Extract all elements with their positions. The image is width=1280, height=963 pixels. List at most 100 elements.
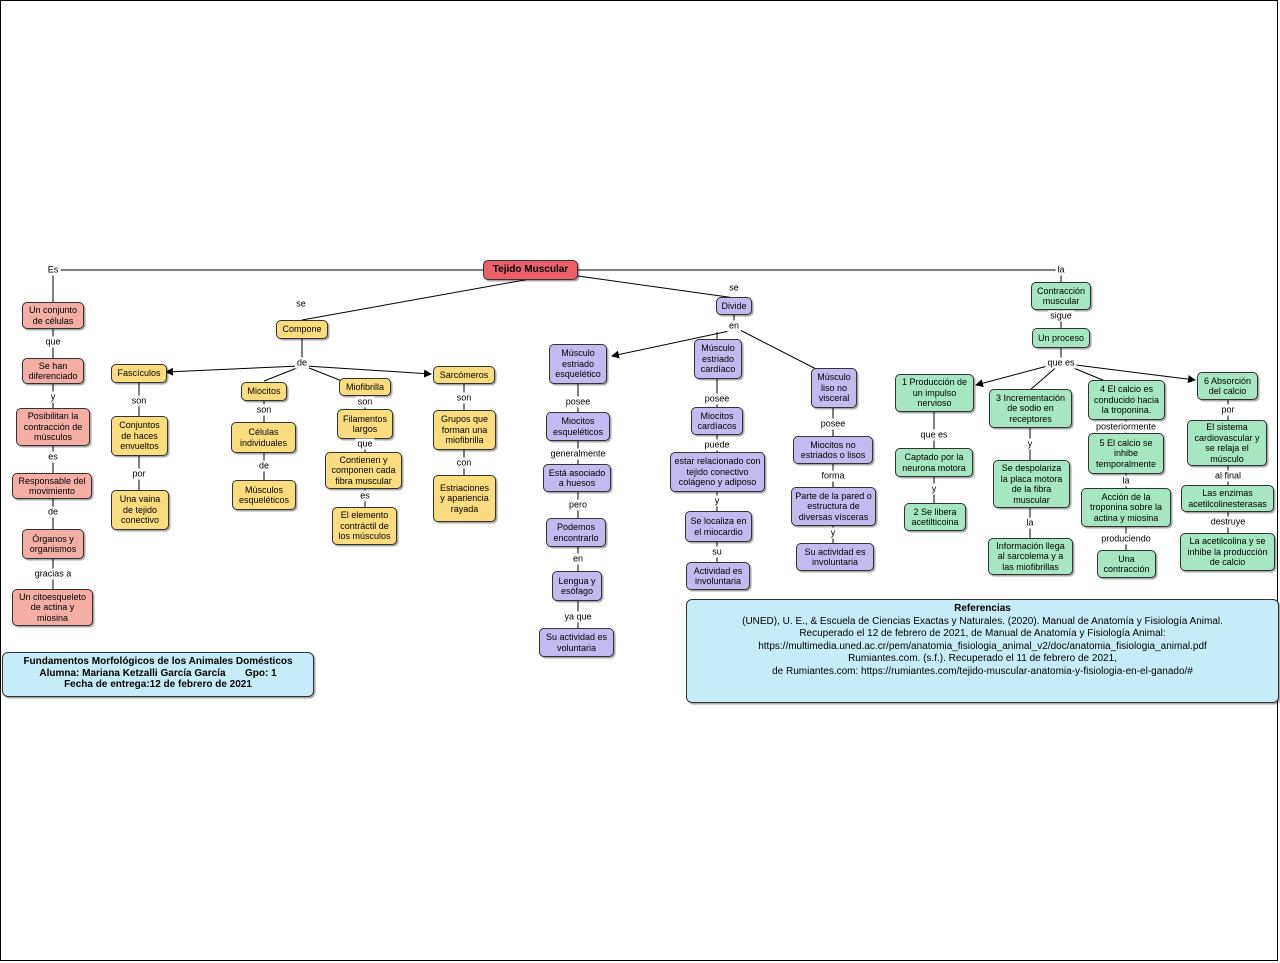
node-despolariza-placa: Se despolariza la placa motora de la fib…: [993, 460, 1070, 508]
node-sistema-cardiovascular: El sistema cardiovascular y se relaja el…: [1187, 420, 1267, 466]
link-label: en: [726, 320, 742, 332]
node-captado-neurona: Captado por la neurona motora: [895, 448, 973, 477]
link-label: Es: [45, 264, 61, 276]
link-label: produciendo: [1099, 533, 1153, 545]
node-compone: Compone: [276, 320, 328, 339]
link-label: que: [355, 438, 375, 450]
due-date: Fecha de entrega:12 de febrero de 2021: [64, 679, 252, 690]
link-label: en: [570, 553, 586, 565]
link-label: de: [294, 357, 310, 369]
node-calcio-inhibe: 5 El calcio se inhibe temporalmente: [1088, 433, 1164, 474]
node-podemos-encontrarlo: Podemos encontrarlo: [546, 518, 606, 547]
link-label: por: [130, 468, 148, 480]
references-box: Referencias (UNED), U. E., & Escuela de …: [686, 599, 1279, 703]
node-un-proceso: Un proceso: [1032, 328, 1090, 348]
node-pared-visceras: Parte de la pared o estructura de divers…: [791, 487, 876, 526]
link-label: la: [1055, 264, 1067, 276]
link-label: gracias a: [32, 568, 74, 580]
node-responsable-movimiento: Responsable del movimiento: [12, 473, 92, 499]
node-contienen-componen: Contienen y componen cada fibra muscular: [325, 452, 402, 489]
node-elemento-contractil: El elemento contráctil de los músculos: [332, 507, 397, 545]
node-actividad-voluntaria: Su actividad es voluntaria: [539, 628, 614, 657]
link-label: son: [355, 396, 375, 408]
node-acetilcolina: La acetilcolina y se inhibe la producció…: [1180, 533, 1275, 571]
link-label: posee: [563, 396, 593, 408]
references-title: Referencias: [954, 603, 1011, 614]
node-filamentos-largos: Filamentos largos: [337, 409, 393, 439]
link-label: destruye: [1208, 516, 1248, 528]
node-miocitos-lisos: Miocitos no estriados o lisos: [793, 436, 873, 464]
link-label: que es: [918, 429, 950, 441]
node-fasciculos: Fascículos: [111, 364, 167, 383]
link-label: y: [712, 495, 722, 507]
node-sarcomeros: Sarcómeros: [433, 366, 495, 384]
link-label: y: [929, 483, 939, 495]
link-label: ya que: [562, 611, 594, 623]
root-node: Tejido Muscular: [483, 260, 578, 280]
node-posibilitan-contraccion: Posibilitan la contracción de músculos: [16, 408, 90, 446]
student-name: Alumna: Mariana Ketzalli García García G…: [39, 667, 277, 679]
node-una-contraccion: Una contracción: [1097, 550, 1156, 578]
node-conjuntos-haces: Conjuntos de haces envueltos: [111, 416, 168, 456]
node-asociado-huesos: Está asociado a huesos: [543, 464, 611, 492]
node-musculos-esqueleticos: Músculos esqueléticos: [232, 480, 296, 510]
reference-line: (UNED), U. E., & Escuela de Ciencias Exa…: [742, 615, 1223, 627]
reference-line: Recuperado el 12 de febrero de 2021, de …: [799, 628, 1166, 639]
node-se-han-diferenciado: Se han diferenciado: [22, 358, 84, 384]
link-label: por: [1219, 404, 1237, 416]
node-lengua-esofago: Lengua y esófago: [552, 571, 602, 601]
node-enzimas: Las enzimas acetilcolinesterasas: [1181, 485, 1274, 512]
node-musculo-cardiaco: Músculo estriado cardíaco: [694, 339, 742, 379]
node-musculo-liso: Músculo liso no visceral: [811, 368, 857, 408]
course-name: Fundamentos Morfológicos de los Animales…: [23, 656, 293, 667]
link-label: es: [46, 451, 60, 463]
link-label: sigue: [1048, 310, 1074, 322]
node-informacion-sarcolema: Información llega al sarcolema y a las m…: [988, 538, 1073, 575]
link-label: la: [1024, 517, 1036, 529]
link-label: y: [1025, 438, 1035, 450]
node-miocitos-esqueleticos: Miocitos esqueléticos: [546, 412, 610, 441]
link-label: la: [1120, 475, 1132, 487]
link-label: y: [828, 527, 838, 539]
node-incrementacion-sodio: 3 Incrementación de sodio en receptores: [989, 389, 1072, 428]
link-label: son: [254, 404, 274, 416]
node-miofibrilla: Miofibrilla: [339, 378, 391, 396]
node-musculo-esqueletico: Músculo estriado esquelético: [549, 344, 607, 384]
node-relacionado-tejido: estar relacionado con tejido conectivo c…: [670, 452, 765, 492]
node-actividad-involuntaria: Actividad es involuntaria: [686, 562, 750, 590]
node-libera-acetilticoina: 2 Se libera acetilticoina: [904, 503, 966, 531]
node-produccion-impulso: 1 Producción de un impulso nervioso: [895, 374, 974, 412]
node-accion-troponina: Acción de la troponina sobre la actina y…: [1081, 488, 1171, 527]
link-label: al final: [1212, 470, 1244, 482]
link-label: que: [43, 336, 63, 348]
node-celulas-individuales: Células individuales: [231, 422, 296, 453]
node-miocitos: Miocitos: [241, 382, 287, 401]
node-grupos-miofibrilla: Grupos que forman una miofibrilla: [433, 410, 496, 450]
link-label: se: [727, 282, 741, 294]
link-label: forma: [819, 470, 847, 482]
link-label: puede: [702, 439, 732, 451]
node-absorcion-calcio: 6 Absorción del calcio: [1197, 372, 1258, 400]
link-label: se: [294, 298, 308, 310]
link-label: posteriormente: [1093, 421, 1159, 433]
link-label: es: [358, 490, 372, 502]
node-localiza-miocardio: Se localiza en el miocardio: [685, 511, 752, 542]
link-label: pero: [566, 499, 590, 511]
node-miocitos-cardiacos: Miocitos cardíacos: [691, 407, 743, 435]
reference-line: Rumiantes.com. (s.f.). Recuperado el 11 …: [848, 653, 1117, 664]
node-conjunto-celulas: Un conjunto de células: [22, 302, 84, 329]
link-label: su: [710, 546, 724, 558]
link-label: son: [454, 392, 474, 404]
link-label: de: [45, 506, 61, 518]
node-organos-organismos: Órganos y organismos: [22, 529, 84, 559]
link-label: posee: [818, 418, 848, 430]
link-label: posee: [702, 393, 732, 405]
node-calcio-troponina: 4 El calcio es conducido hacia la tropon…: [1088, 380, 1165, 420]
link-label: y: [48, 391, 58, 403]
link-label: generalmente: [548, 448, 608, 460]
node-contraccion-muscular: Contracción muscular: [1031, 282, 1091, 310]
link-label: con: [454, 457, 474, 469]
student-info-box: Fundamentos Morfológicos de los Animales…: [2, 652, 314, 697]
node-vaina-tejido: Una vaina de tejido conectivo: [111, 490, 169, 530]
